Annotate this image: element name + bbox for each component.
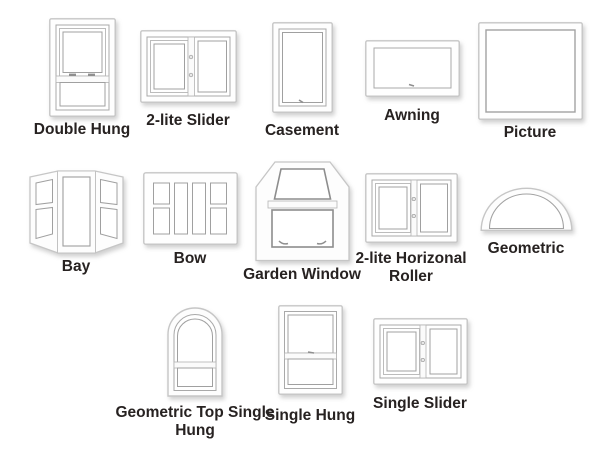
bay-window-icon [28, 170, 124, 254]
window-item-bay: Bay [16, 168, 136, 276]
window-type-label: 2-lite Slider [146, 112, 230, 129]
window-item-2-lite-slider: 2-lite Slider [128, 30, 248, 130]
geometric-top-single-hung-window-icon [167, 307, 223, 397]
awning-window-icon [364, 40, 460, 97]
window-item-geometric-top-single-hung: Geometric Top Single Hung [110, 307, 280, 440]
window-item-single-slider: Single Slider [360, 318, 480, 413]
single-slider-window-icon [372, 318, 468, 385]
window-type-label: Geometric [487, 240, 565, 257]
window-type-label: 2-lite Horizonal Roller [355, 250, 467, 285]
garden-window-icon [254, 161, 350, 262]
window-type-label: Single Hung [264, 407, 356, 424]
window-item-single-hung: Single Hung [250, 305, 370, 425]
window-type-label: Geometric Top Single Hung [115, 404, 275, 439]
casement-window-icon [271, 22, 333, 113]
two-lite-slider-window-icon [139, 30, 237, 103]
window-item-casement: Casement [242, 22, 362, 140]
window-item-bow: Bow [130, 172, 250, 268]
window-item-picture: Picture [470, 22, 590, 142]
window-type-label: Bow [173, 250, 207, 267]
window-item-2-lite-horizontal-roller: 2-lite Horizonal Roller [352, 173, 470, 286]
bow-window-icon [142, 172, 238, 245]
window-item-garden-window: Garden Window [237, 160, 367, 284]
window-type-label: Double Hung [33, 121, 131, 138]
window-item-geometric: Geometric [466, 187, 586, 258]
double-hung-window-icon [48, 18, 116, 117]
window-item-double-hung: Double Hung [20, 18, 144, 139]
window-type-label: Bay [61, 258, 91, 275]
window-type-label: Garden Window [243, 266, 361, 283]
two-lite-horizontal-roller-window-icon [364, 173, 458, 243]
geometric-window-icon [479, 187, 573, 231]
window-type-label: Picture [503, 124, 557, 141]
window-type-label: Single Slider [373, 395, 467, 412]
single-hung-window-icon [277, 305, 343, 395]
window-type-label: Awning [384, 107, 440, 124]
window-type-label: Casement [264, 122, 340, 139]
picture-window-icon [477, 22, 583, 120]
window-item-awning: Awning [352, 40, 472, 125]
